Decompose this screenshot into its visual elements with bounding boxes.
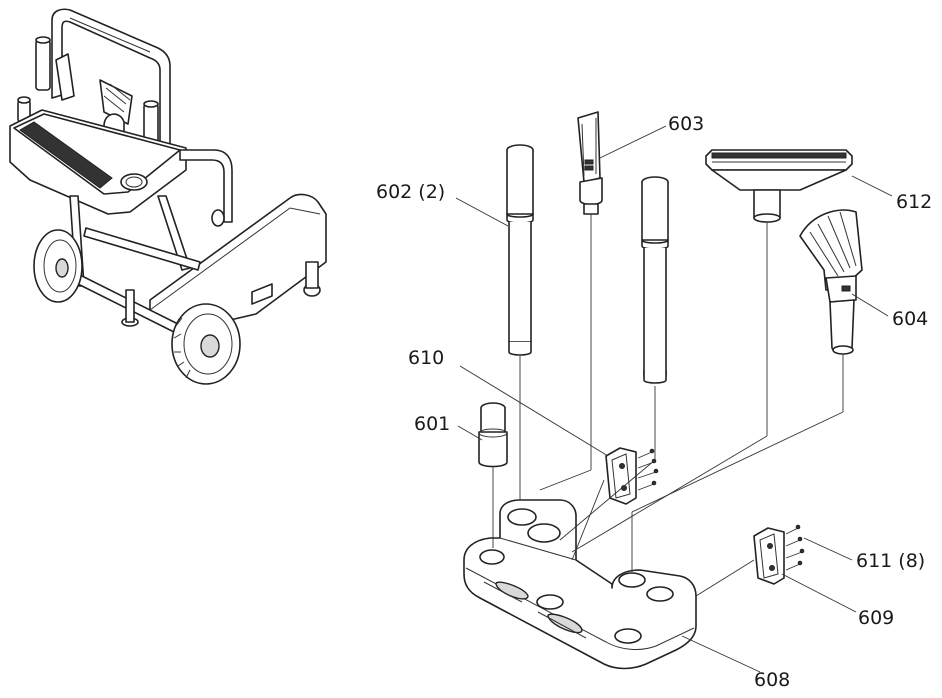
- part-612-upholstery-tool: [705, 149, 853, 223]
- part-610-bracket: [605, 447, 659, 505]
- callout-612: 612: [896, 191, 932, 213]
- callout-609: 609: [858, 607, 894, 629]
- part-601-adapter: [478, 402, 508, 468]
- part-608-tool-holder: [463, 499, 697, 670]
- part-604-dusting-brush: [799, 209, 863, 355]
- callout-603: 603: [668, 113, 704, 135]
- callout-610: 610: [408, 347, 444, 369]
- callout-608: 608: [754, 669, 790, 691]
- callout-602: 602 (2): [376, 181, 445, 203]
- part-602-extension-wand-a: [506, 144, 534, 356]
- part-609-bracket: [753, 524, 805, 585]
- assembled-cart-illustration: [9, 8, 327, 385]
- callout-604: 604: [892, 308, 928, 330]
- part-602-extension-wand-b: [641, 176, 669, 384]
- callout-611: 611 (8): [856, 550, 925, 572]
- leader-lines: [455, 125, 893, 673]
- callout-601: 601: [414, 413, 450, 435]
- part-603-crevice-tool: [577, 111, 603, 215]
